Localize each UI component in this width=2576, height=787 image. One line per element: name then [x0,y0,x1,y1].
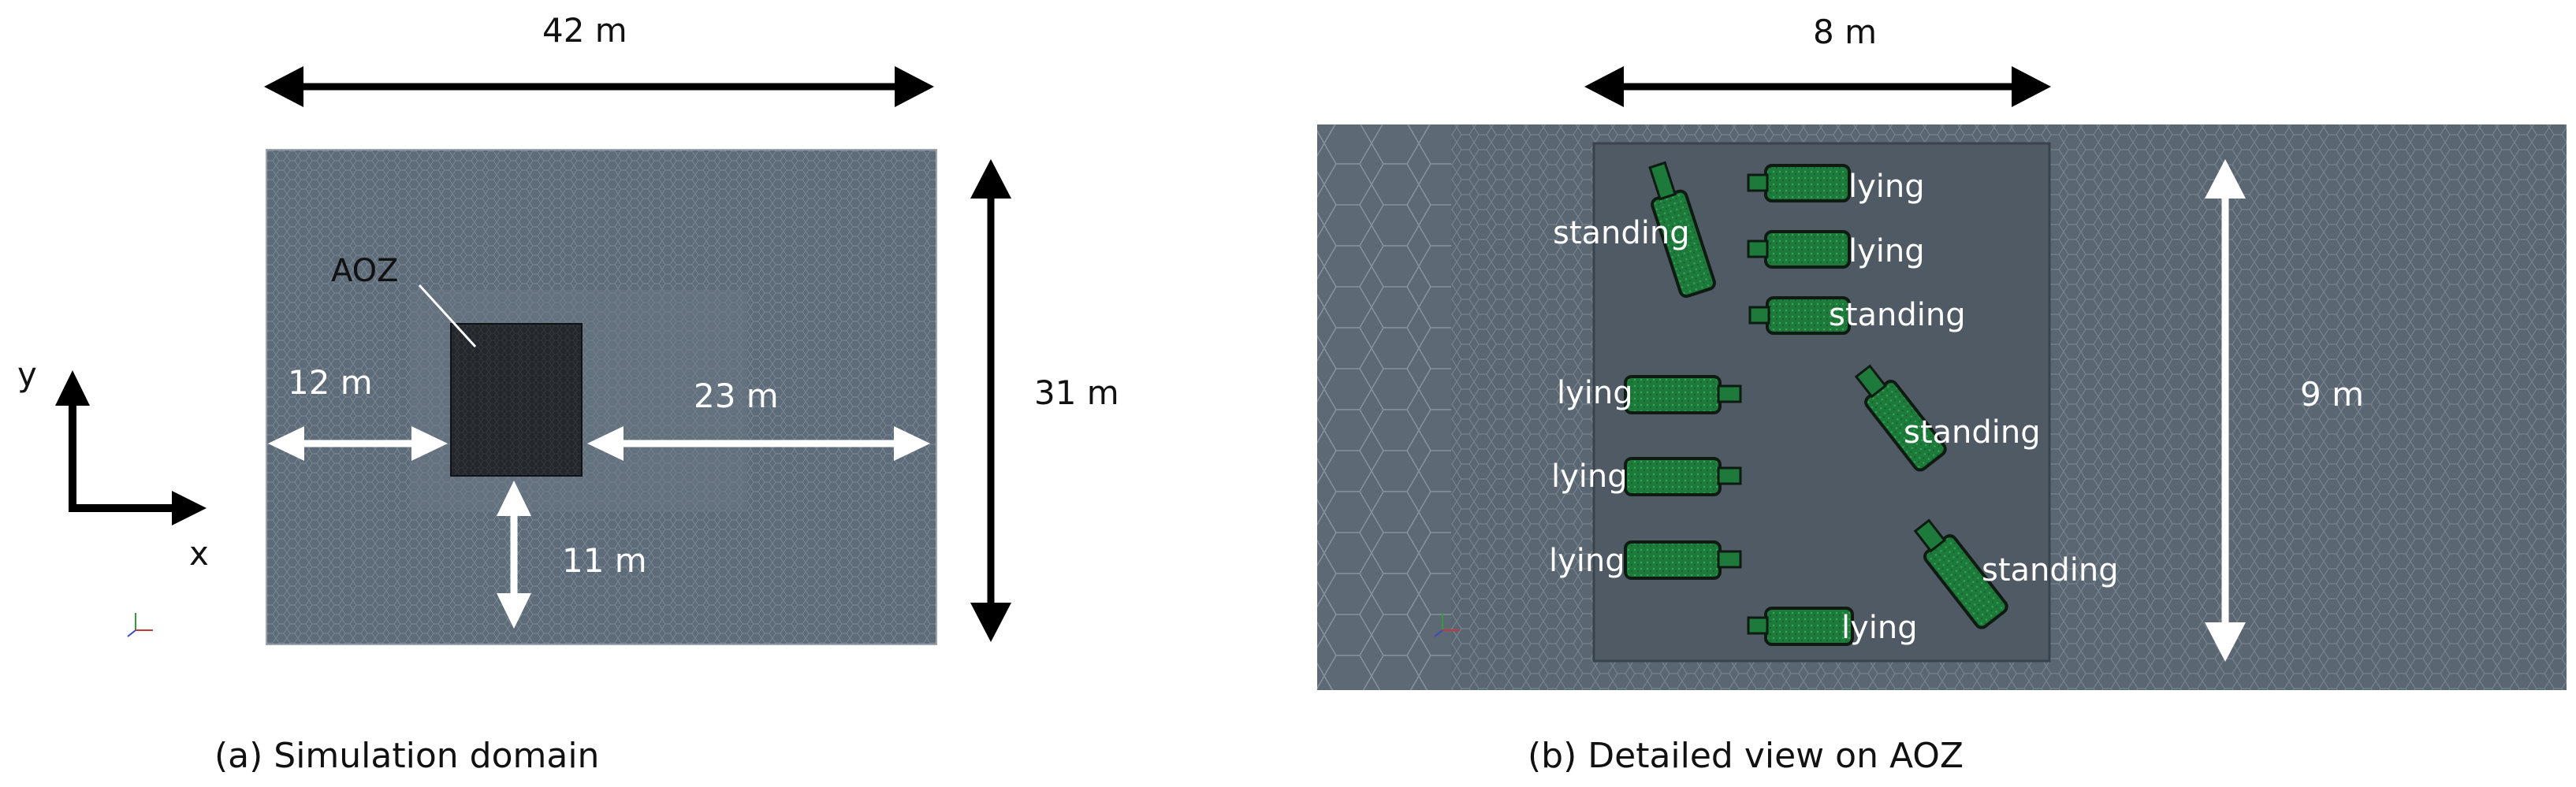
triad-icon [127,613,153,637]
panel-b: 8 m 9 m [1317,13,2567,776]
caption-a: (a) Simulation domain [214,736,599,776]
aoz-label: AOZ [331,253,399,289]
cylinder-label: lying [1551,458,1628,495]
axis-icon [55,370,207,525]
width-arrow [264,66,934,107]
triad-icon [1434,613,1460,637]
cylinder-2 [1747,230,1851,269]
cylinder-label: lying [1848,169,1925,205]
cylinder-6 [1624,457,1742,496]
panel-a: AOZ 42 m 31 m 12 m 23 m [17,11,1119,776]
cylinder-4 [1648,161,1716,299]
cylinder-5 [1624,375,1742,414]
coarse-mesh-strip [1317,124,1451,690]
right-distance-arrow [587,426,930,461]
cylinder-label: lying [1848,233,1925,269]
detail-height-label: 9 m [2300,375,2364,414]
axis-x-label: x [189,534,209,573]
left-distance-label: 12 m [288,363,373,402]
axis-y-label: y [17,355,37,394]
cylinder-9 [1913,518,2008,629]
cylinder-8 [1854,364,1947,472]
detail-width-label: 8 m [1813,13,1877,51]
cylinder-3 [1748,296,1851,335]
width-label: 42 m [542,11,627,50]
cylinder-label: lying [1557,375,1633,411]
caption-b: (b) Detailed view on AOZ [1528,736,1964,776]
cylinder-label: lying [1549,543,1625,579]
cylinder-label: standing [1982,552,2119,588]
aoz-leader-line [418,284,477,348]
bottom-distance-label: 11 m [562,541,647,580]
height-arrow [970,159,1011,642]
cylinder-1 [1747,164,1851,202]
bottom-distance-arrow [497,481,531,629]
cylinder-label: standing [1553,215,1690,251]
right-distance-label: 23 m [694,377,779,415]
cylinder-label: standing [1904,414,2041,451]
detail-width-arrow [1584,66,2051,107]
cylinder-7 [1624,540,1742,580]
left-distance-arrow [268,426,448,461]
cylinder-10 [1747,607,1854,646]
aoz-block [450,323,583,477]
cylinder-label: standing [1829,297,1966,333]
detail-height-arrow [2205,159,2246,662]
height-label: 31 m [1034,373,1119,412]
cylinder-label: lying [1841,610,1918,646]
